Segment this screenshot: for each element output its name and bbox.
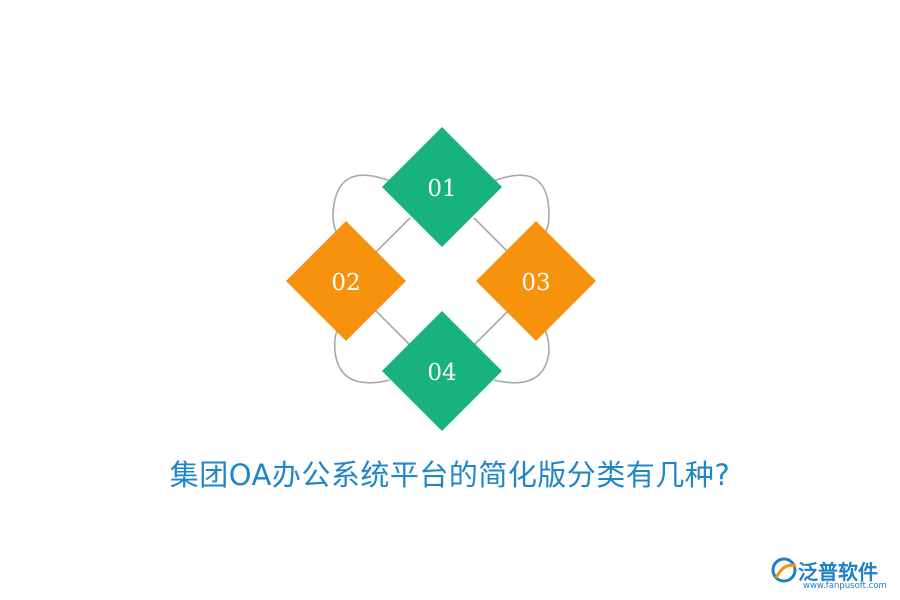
- diamond-04-shape: [382, 311, 502, 431]
- diamond-02: 02: [286, 221, 406, 341]
- diamond-02-label: 02: [331, 270, 360, 296]
- diamond-01-label: 01: [427, 176, 456, 202]
- connector-inner-bl: [375, 310, 411, 346]
- brand-logo: 泛普软件 www.fanpusoft.com: [770, 556, 895, 596]
- brand-mark-icon: [771, 557, 797, 583]
- diamond-03-label: 03: [521, 270, 550, 296]
- caption-title: 集团OA办公系统平台的简化版分类有几种?: [169, 458, 731, 492]
- diamond-03: 03: [476, 221, 596, 341]
- diamond-03-shape: [476, 221, 596, 341]
- connector-inner-br: [473, 310, 509, 346]
- diamond-04-label: 04: [427, 360, 456, 386]
- diamond-01: 01: [382, 127, 502, 247]
- connector-inner-tl: [375, 217, 411, 253]
- diamond-01-shape: [382, 127, 502, 247]
- diamond-02-shape: [286, 221, 406, 341]
- brand-name: 泛普软件: [798, 560, 878, 584]
- diamond-04: 04: [382, 311, 502, 431]
- brand-url: www.fanpusoft.com: [803, 581, 887, 591]
- connector-inner-tr: [473, 217, 509, 253]
